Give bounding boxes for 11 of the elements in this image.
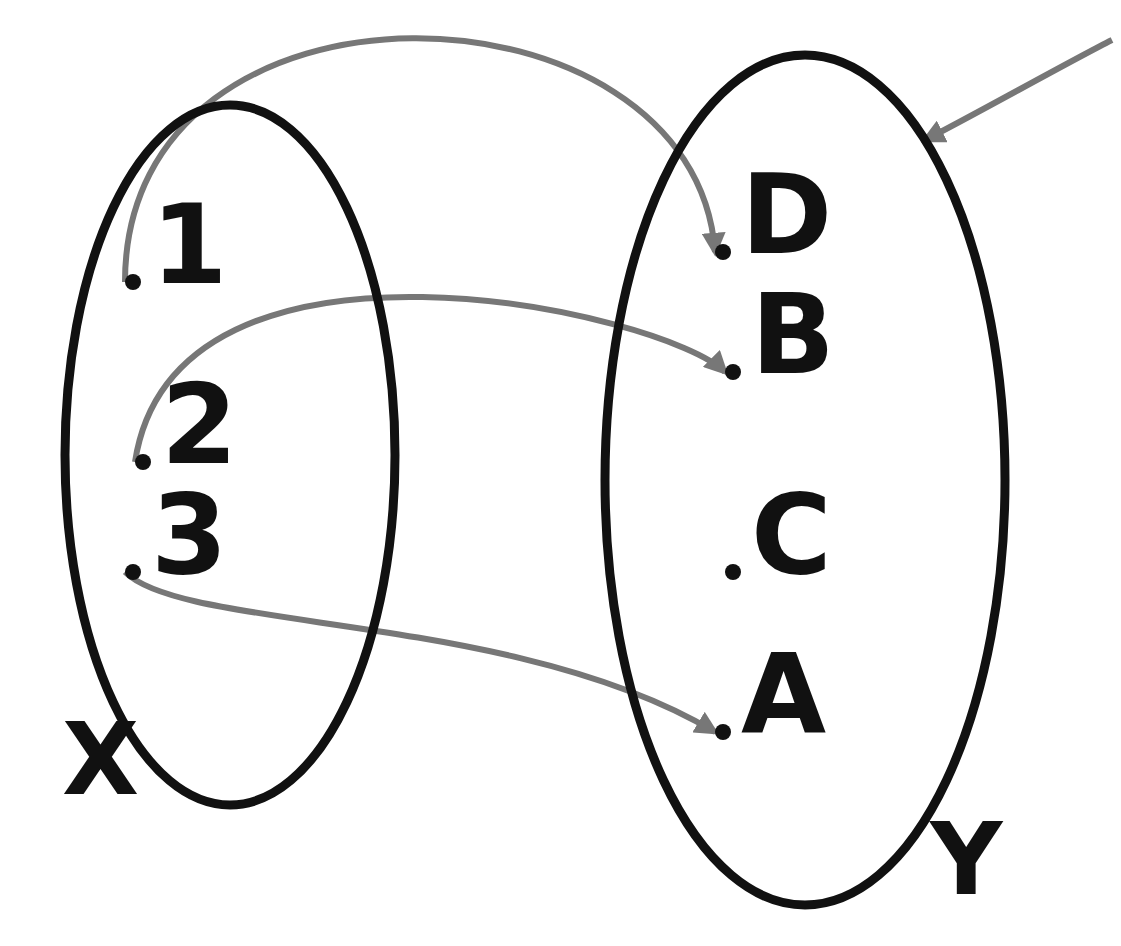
element-label: 3 <box>151 480 228 590</box>
arrow <box>132 294 729 463</box>
arrow <box>122 35 723 283</box>
element-label: A <box>741 640 827 750</box>
set-label: X <box>62 710 140 810</box>
element-label: 2 <box>161 370 238 480</box>
element-label: D <box>741 160 833 270</box>
element-label: B <box>751 280 835 390</box>
element-label: C <box>751 480 832 590</box>
set-label: Y <box>930 810 1003 910</box>
element-label: 1 <box>151 190 228 300</box>
